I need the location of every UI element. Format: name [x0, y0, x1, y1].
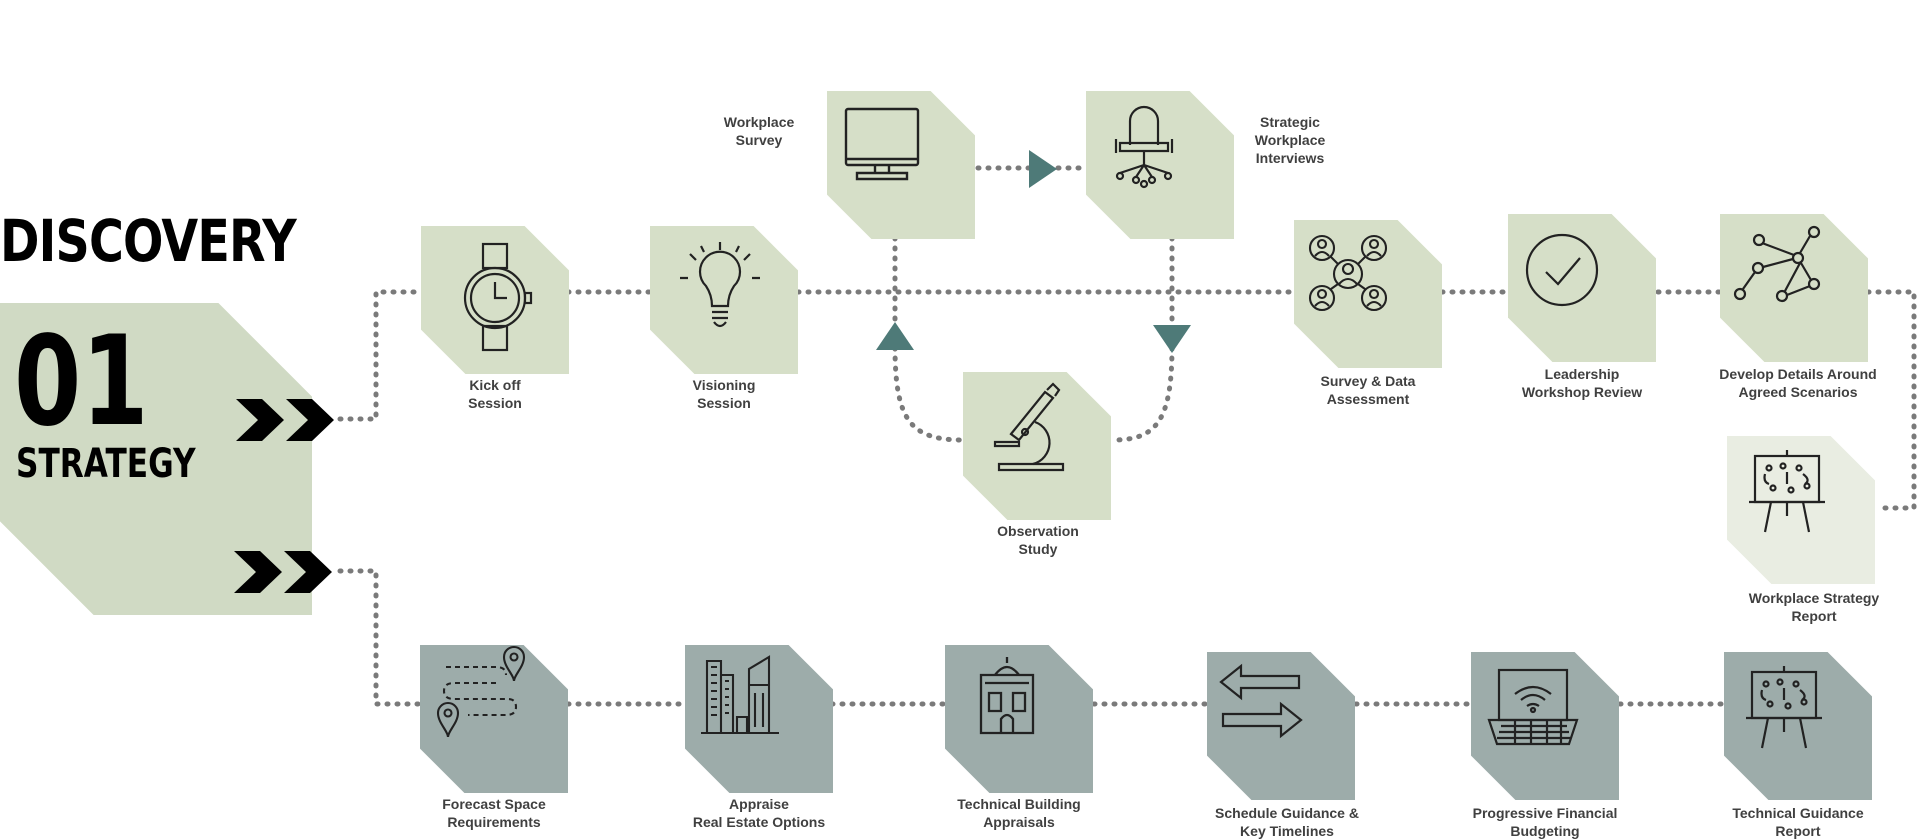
step-observation-tile [963, 372, 1111, 520]
step-develop-tile [1720, 214, 1868, 362]
connector-survey-down [892, 235, 966, 443]
people-network-icon [1308, 234, 1388, 312]
node-graph-icon [1733, 225, 1821, 303]
strategy-board-icon [1746, 666, 1822, 749]
step-interviews-tile [1086, 91, 1234, 239]
strategy-board-icon [1749, 450, 1825, 533]
office-chair-icon [1114, 105, 1174, 189]
arrow-right-icon [1029, 150, 1057, 188]
step-budget-tile [1471, 652, 1619, 800]
building-facade-icon [979, 657, 1035, 735]
swap-arrows-icon [1219, 663, 1303, 739]
city-buildings-icon [701, 655, 779, 735]
step-forecast-tile [420, 645, 568, 793]
connector-develop-report [1865, 289, 1917, 511]
step-schedule-label: Schedule Guidance &Key Timelines [1215, 805, 1359, 839]
connector-bottom-start [337, 568, 423, 707]
arrow-down-icon [1153, 325, 1191, 353]
microscope-icon [993, 382, 1065, 472]
step-strategy-report-tile [1727, 436, 1875, 584]
phase-number: 01 [14, 310, 149, 454]
lightbulb-icon [680, 242, 760, 328]
step-workplace-survey-tile [827, 91, 975, 239]
double-chevron-icon [234, 551, 332, 593]
laptop-wifi-icon [1487, 668, 1579, 746]
page-title: DISCOVERY [0, 207, 297, 275]
step-tech-report-tile [1724, 652, 1872, 800]
double-chevron-icon [236, 399, 334, 441]
connector-top-start [337, 289, 425, 422]
step-schedule-tile [1207, 652, 1355, 800]
step-kickoff-tile [421, 226, 569, 374]
step-leadership-tile [1508, 214, 1656, 362]
map-route-icon [436, 645, 526, 738]
connector-interviews-down [1110, 235, 1175, 443]
phase-name: STRATEGY [16, 441, 196, 487]
step-appraise-tile [685, 645, 833, 793]
step-survey-assessment-tile [1294, 220, 1442, 368]
wristwatch-icon [463, 242, 533, 352]
checkmark-circle-icon [1525, 233, 1599, 307]
monitor-icon [844, 107, 920, 181]
step-visioning-tile [650, 226, 798, 374]
step-tech-appraisals-tile [945, 645, 1093, 793]
arrow-up-icon [876, 322, 914, 350]
